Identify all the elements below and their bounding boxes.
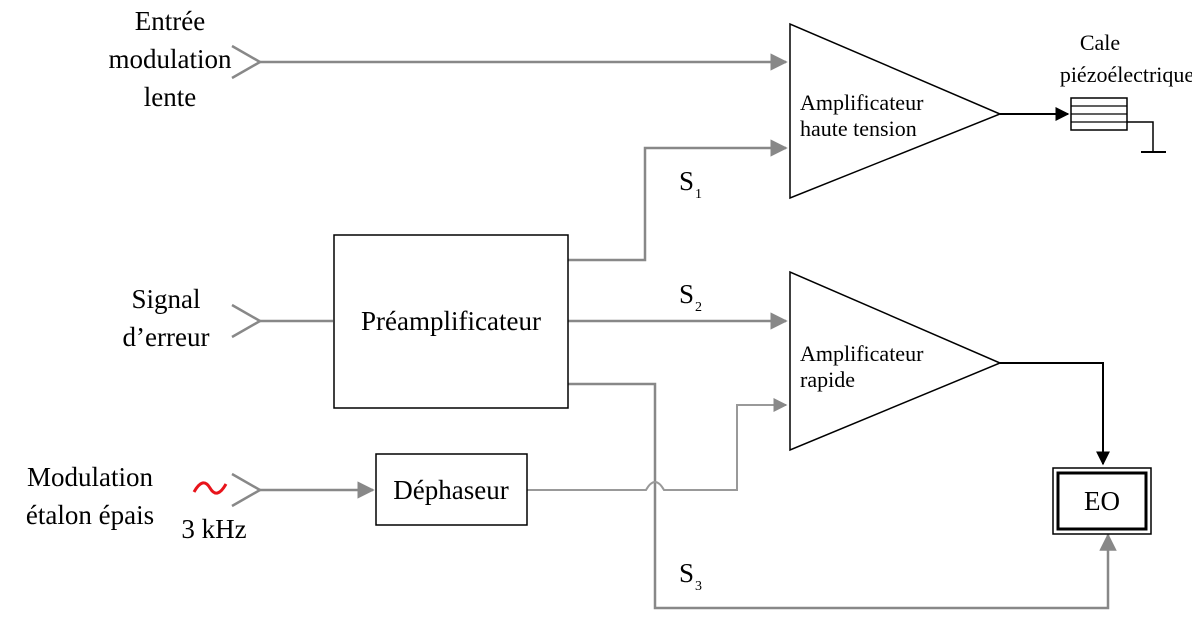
chevron-connector-icon [231,303,263,339]
wire-s3 [568,382,1117,610]
s1-sub: 1 [695,187,702,202]
etalon-modulation-line-1: Modulation [27,462,153,492]
error-signal-label: Signal d’erreur [123,284,210,352]
s3-sub: 3 [695,579,702,594]
hv-amplifier-line-1: Amplificateur [800,90,924,115]
hv-amplifier-block: Amplificateur haute tension [789,22,1002,200]
error-signal-line-1: Signal [131,284,200,314]
eo-block: EO [1052,467,1152,535]
eo-label: EO [1084,486,1120,516]
fast-amplifier-block: Amplificateur rapide [789,270,1002,452]
preamplifier-block: Préamplificateur [333,234,569,409]
slow-modulation-line-2: modulation [109,44,232,74]
fast-amplifier-line-2: rapide [800,367,855,392]
piezo-line-2: piézoélectrique [1060,62,1192,87]
s1-label: S 1 [679,166,702,202]
preamplifier-label: Préamplificateur [361,306,541,336]
frequency-label: 3 kHz [181,514,246,544]
etalon-modulation-line-2: étalon épais [26,500,154,530]
phase-shifter-block: Déphaseur [375,453,528,526]
ground-icon [1127,121,1166,153]
wire-fast-amp-to-eo [1000,362,1110,466]
s2-main: S [679,279,694,309]
etalon-modulation-label: Modulation étalon épais [26,462,154,530]
piezo-label: Cale piézoélectrique [1060,30,1192,87]
piezo-line-1: Cale [1080,30,1120,55]
s3-main: S [679,558,694,588]
slow-modulation-line-3: lente [144,82,196,112]
slow-modulation-line-1: Entrée [135,6,205,36]
phase-shifter-label: Déphaseur [393,475,508,505]
hv-amplifier-line-2: haute tension [800,116,917,141]
chevron-connector-icon [231,44,263,80]
wire-s1 [568,139,788,262]
s1-main: S [679,166,694,196]
wire-phase-shifter-out [527,398,788,491]
s2-label: S 2 [679,279,702,315]
fast-amplifier-line-1: Amplificateur [800,341,924,366]
chevron-connector-icon [231,472,263,508]
piezo-stack-icon [1070,97,1128,131]
error-signal-line-2: d’erreur [123,322,210,352]
slow-modulation-label: Entrée modulation lente [109,6,232,112]
s2-sub: 2 [695,300,702,315]
sine-wave-icon [192,481,228,495]
s3-label: S 3 [679,558,702,594]
